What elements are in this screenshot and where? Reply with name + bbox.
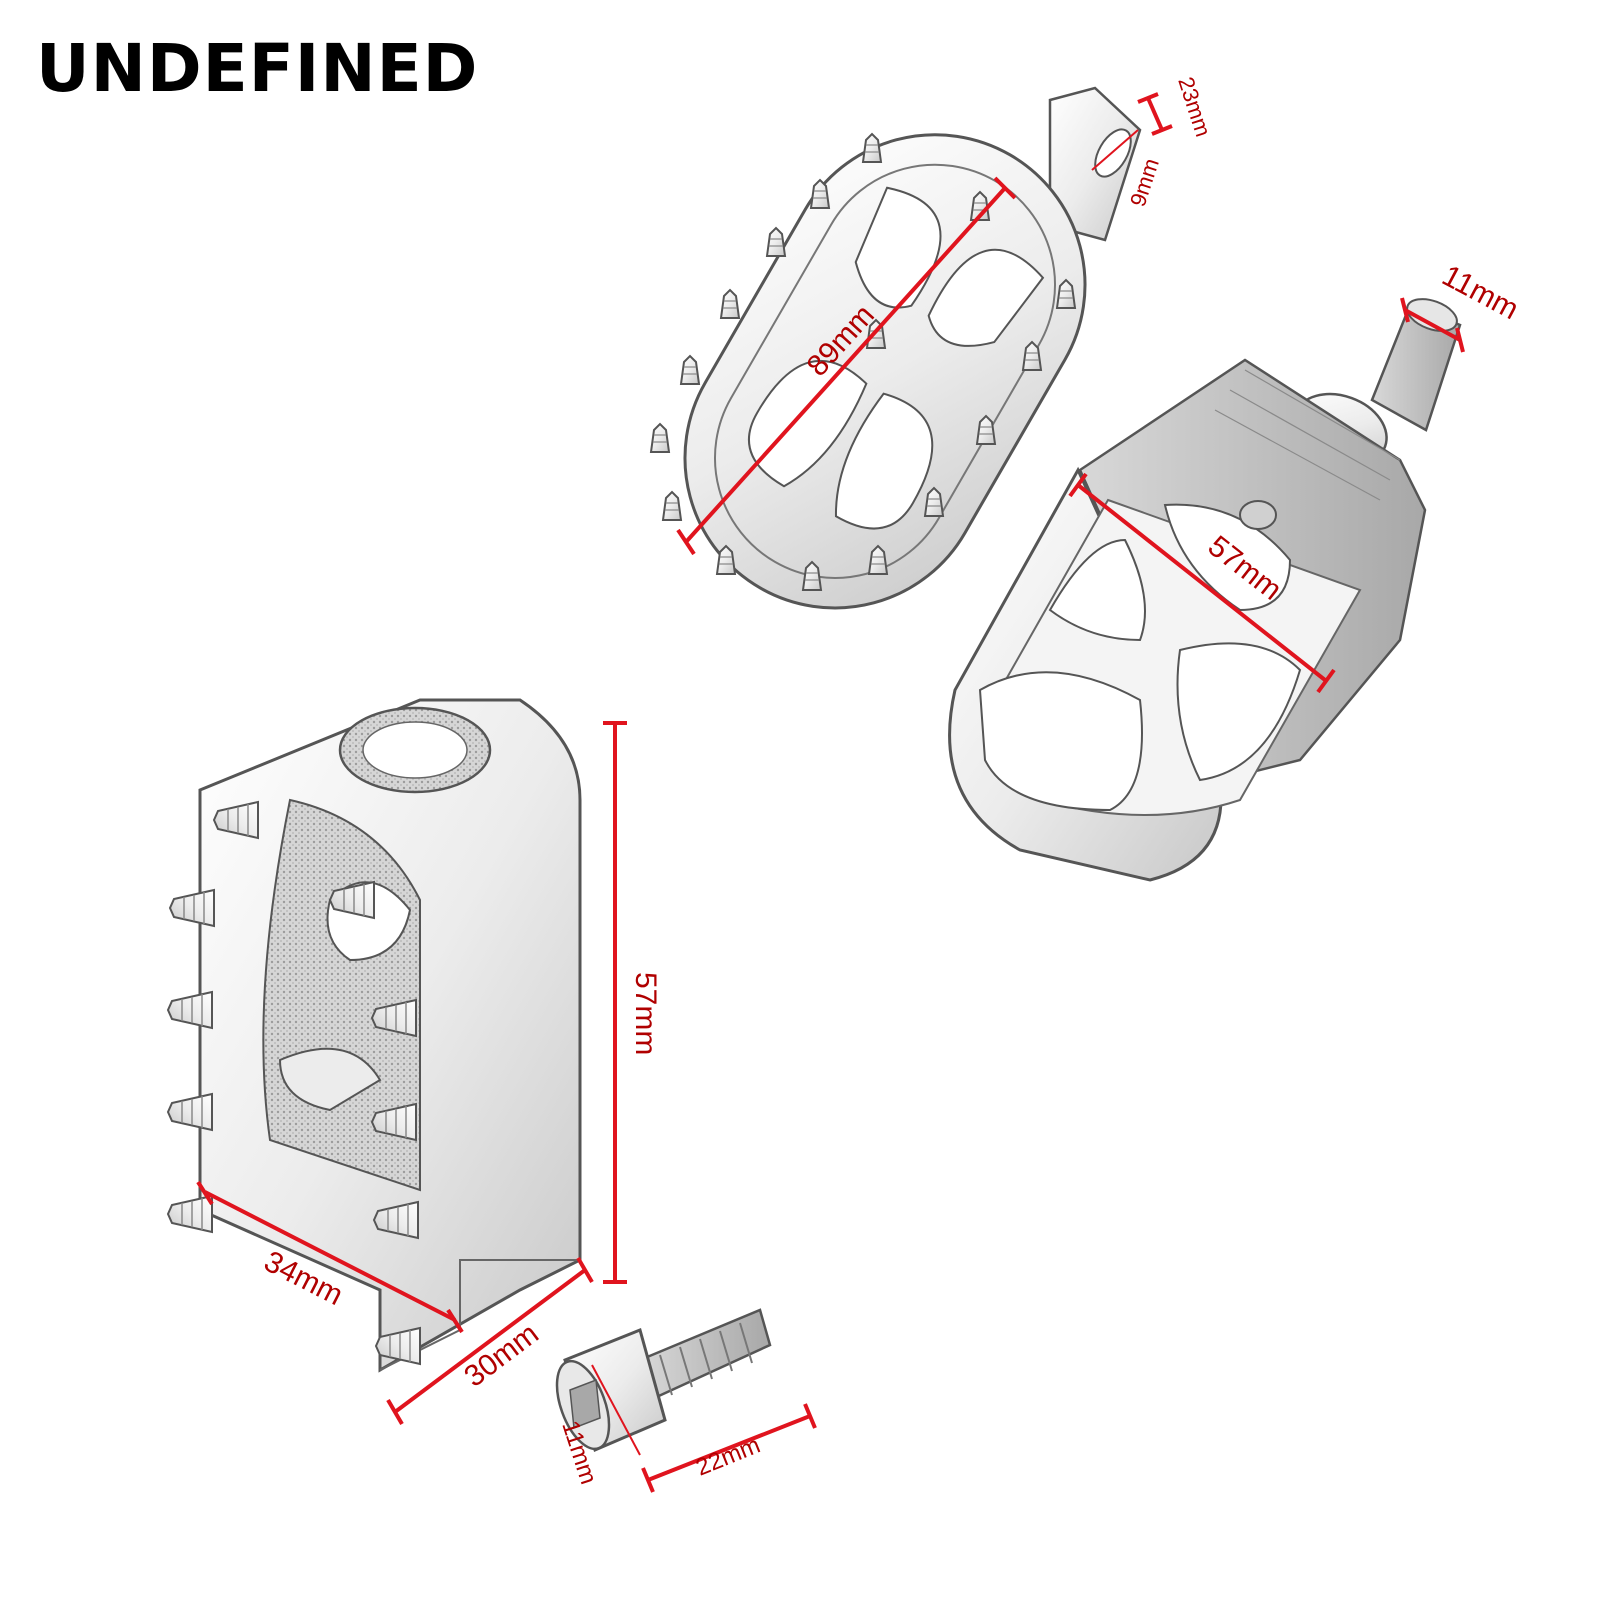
label-bracket-height: 57mm [629,972,662,1055]
dimension-lines [196,92,1465,1493]
top-foot-peg [650,86,1142,610]
right-peg-body [948,358,1427,882]
right-foot-peg [948,298,1462,882]
peg-bracket [167,698,582,1373]
brand-logo-text: UNDEFINED [36,30,479,107]
label-top-peg-pin-length: 23mm [1173,74,1216,140]
label-top-peg-pin-hole: 9mm [1125,155,1164,209]
mounting-bolt [555,1308,772,1453]
label-bolt-length: 22mm [692,1432,764,1482]
